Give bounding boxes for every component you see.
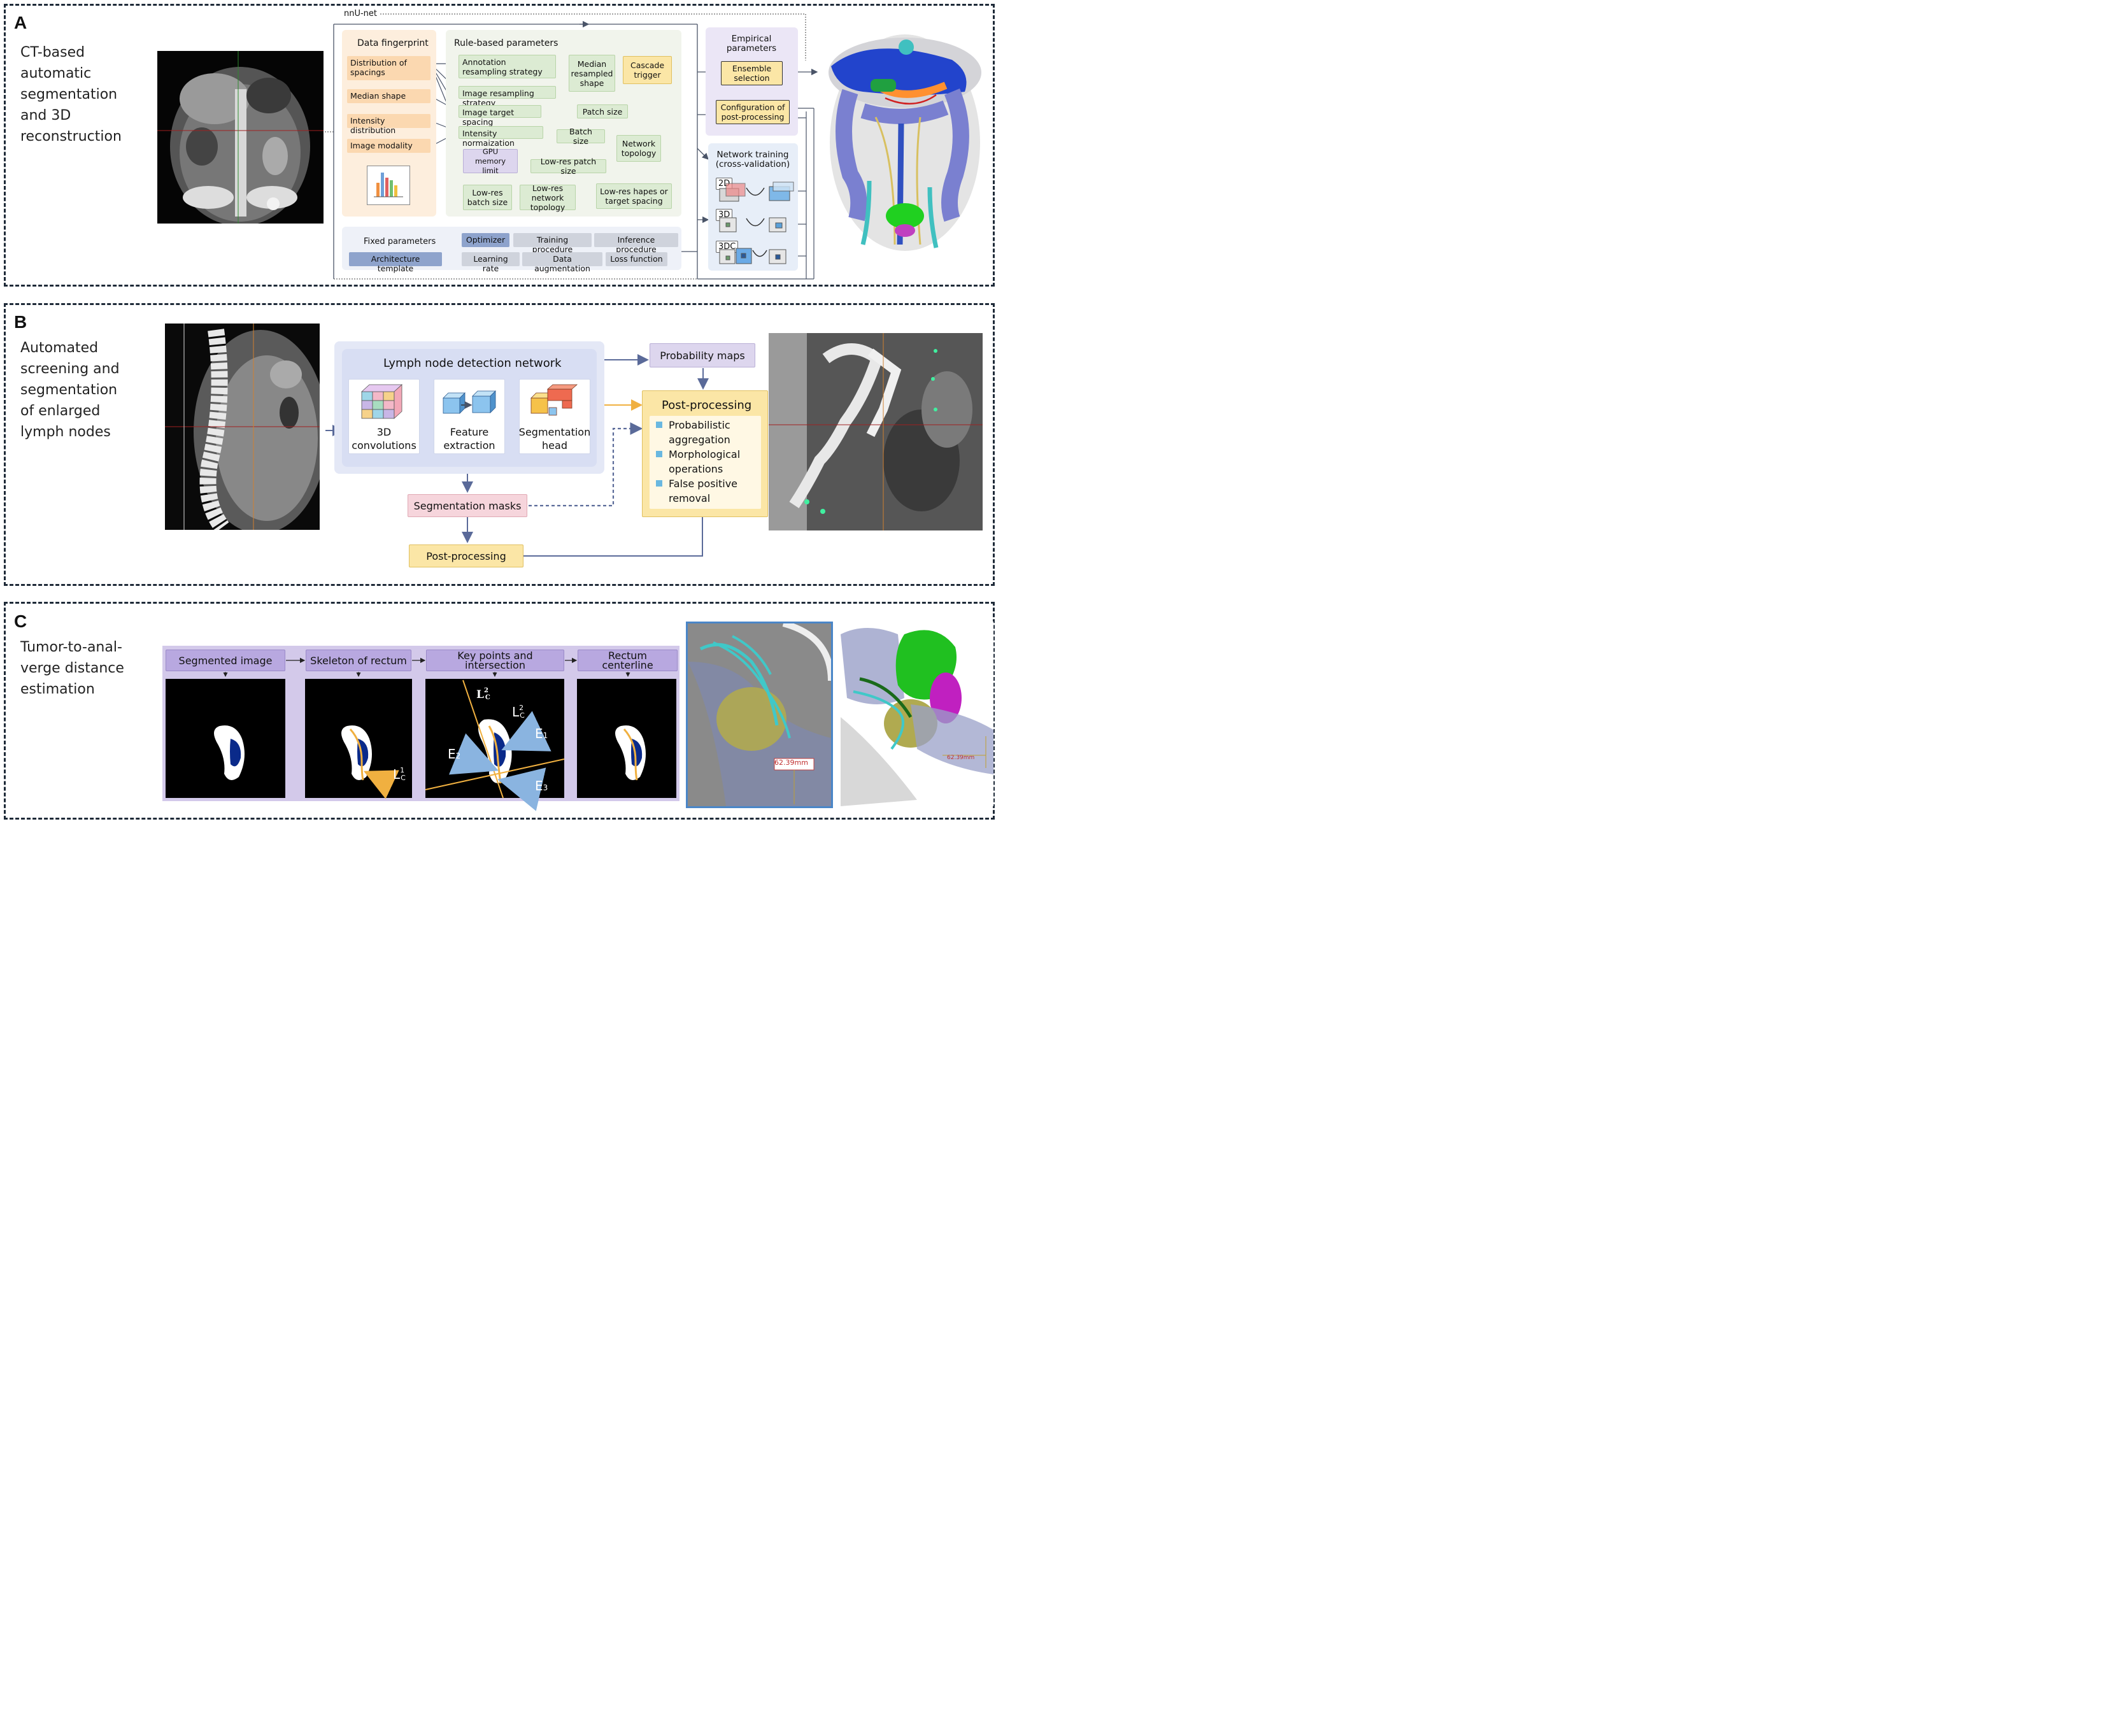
lc2-label: L2C <box>512 704 525 720</box>
segmentation-masks: Segmentation masks <box>408 494 527 517</box>
ct-coronal-image <box>157 51 324 224</box>
fixed-optimizer: Optimizer <box>462 233 509 247</box>
ct-lymph-output-image <box>769 333 983 530</box>
measure-label-ct: 62.39mm <box>774 758 808 767</box>
rule-intensity-norm: Intensity normaization <box>459 126 543 148</box>
fingerprint-median-shape: Median shape <box>347 89 430 103</box>
panel-c-label: C <box>14 611 27 631</box>
training-2d-label: 2D <box>716 178 733 190</box>
post-item-morphological: Morphological operations <box>656 447 757 476</box>
rule-lowres-patch: Low-res patch size <box>530 157 606 176</box>
rule-network-topology: Network topology <box>616 135 661 162</box>
rule-patch-size: Patch size <box>577 104 628 118</box>
rule-annotation-resampling: Annotation resampling strategy <box>459 55 556 78</box>
post-item-false-positive: False positive removal <box>656 476 757 506</box>
e3-label: E3 <box>535 778 548 793</box>
lc1-label: L1C <box>393 766 406 782</box>
e2-label: E2 <box>448 746 461 762</box>
nnunet-label: nnU-net <box>341 9 380 18</box>
training-3dc-label: 3DC <box>716 241 739 253</box>
post-processing-box: Post-processing <box>409 544 523 567</box>
step-centerline: Rectum centerline <box>578 650 678 671</box>
rectum-3d-image <box>841 622 993 806</box>
rule-target-spacing: Image target spacing <box>459 105 541 127</box>
rule-lowres-batch: Low-res batch size <box>463 185 512 210</box>
panel-a-label: A <box>14 13 27 32</box>
step-skeleton: Skeleton of rectum <box>306 650 411 671</box>
fingerprint-title: Data fingerprint <box>357 38 429 48</box>
detection-network-title: Lymph node detection network <box>383 357 562 370</box>
rectum-ct-overlay-image <box>686 622 833 808</box>
fixed-architecture: Architecture template <box>349 252 442 273</box>
post-processing-list: Probabilistic aggregation Morphological … <box>650 416 761 509</box>
3d-reconstruction-image <box>825 28 985 254</box>
post-item-aggregation: Probabilistic aggregation <box>656 418 757 447</box>
step-segmented-image: Segmented image <box>166 650 285 671</box>
rule-median-resampled: Median resampled shape <box>569 55 615 92</box>
fixed-learning-rate: Learning rate <box>462 252 520 273</box>
rules-title: Rule-based parameters <box>454 38 559 48</box>
fixed-training: Training procedure <box>513 233 592 254</box>
conv-label: 3D convolutions <box>352 426 416 452</box>
fingerprint-modality: Image modality <box>347 139 430 153</box>
config-postprocessing: Configuration of post-processing <box>716 100 790 124</box>
panel-a <box>4 4 995 287</box>
panel-c <box>4 602 995 820</box>
rule-batch-size: Batch size <box>557 127 605 146</box>
rule-lowres-shapes: Low-res hapes or target spacing <box>596 183 672 209</box>
training-title: Network training (cross-validation) <box>715 150 790 169</box>
seghead-label: Segmentation head <box>518 426 591 452</box>
empirical-title: Empirical parameters <box>726 34 777 53</box>
fixed-augmentation: Data augmentation <box>522 252 602 273</box>
ensemble-selection: Ensemble selection <box>721 61 783 85</box>
e1-label: E1 <box>535 726 548 741</box>
post-processing-title: Post-processing <box>662 399 752 412</box>
rule-image-resampling: Image resampling strategy <box>459 86 556 108</box>
rule-cascade-trigger: Cascade trigger <box>623 56 672 84</box>
fixed-loss: Loss function <box>606 252 667 266</box>
feature-label: Feature extraction <box>443 426 495 452</box>
fixed-inference: Inference procedure <box>594 233 678 254</box>
probability-maps: Probability maps <box>650 343 755 367</box>
ct-sagittal-image <box>165 324 320 530</box>
panel-b <box>4 303 995 586</box>
fixed-title: Fixed parameters <box>364 237 436 246</box>
step-key-points: Key points and intersection <box>426 650 564 671</box>
rule-gpu-memory: GPU memory limit <box>463 147 518 175</box>
training-3d-label: 3D <box>716 209 733 221</box>
rule-lowres-topology: Low-res network topology <box>520 183 576 212</box>
histogram-icon <box>367 166 410 205</box>
measure-label-3d: 62.39mm <box>947 755 975 761</box>
fingerprint-intensity: Intensity distribution <box>347 114 430 135</box>
panel-b-label: B <box>14 312 27 332</box>
fingerprint-spacings: Distribution of spacings <box>347 56 430 80</box>
lc2-line-label: L2C <box>476 687 490 701</box>
